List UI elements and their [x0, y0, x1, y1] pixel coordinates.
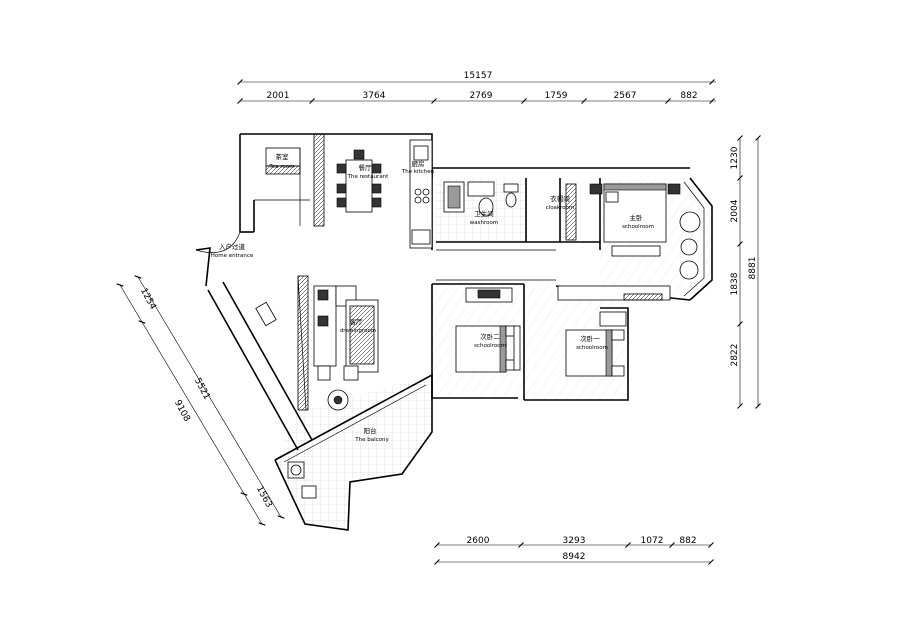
- left-total-dimension: 9108: [172, 399, 192, 424]
- balcony: 阳台 The balcony: [287, 426, 389, 499]
- left-dimension-segment: 5521: [192, 377, 212, 402]
- drawing-room: 客厅 drawingroom: [297, 275, 379, 411]
- top-dimension-segment: 2769: [470, 91, 493, 101]
- balcony-label-zh: 阳台: [364, 426, 377, 435]
- dimension-tick: [521, 98, 527, 104]
- dimension-tick: [138, 320, 146, 324]
- right-total-dimension: 8881: [748, 257, 758, 280]
- top-dimension-segment: 2567: [614, 91, 637, 101]
- bottom-dimension-chain: 2600 3293 1072 882 8942: [434, 536, 714, 565]
- dimension-tick: [708, 542, 714, 548]
- top-dimension-segment: 3764: [363, 91, 386, 101]
- drawing-room-label-en: drawingroom: [340, 328, 376, 334]
- drawing-room-label-zh: 客厅: [350, 317, 364, 326]
- dimension-tick: [755, 403, 761, 409]
- tea-room: 茶室 Tea room: [254, 133, 325, 227]
- balcony-label-en: The balcony: [354, 437, 389, 443]
- washroom-label-en: washroom: [470, 220, 498, 226]
- restaurant-label-en: The restaurant: [347, 174, 389, 180]
- dimension-tick: [237, 98, 243, 104]
- dimension-tick: [708, 559, 714, 565]
- dimension-tick: [518, 542, 524, 548]
- master-bedroom: 主卧 schoolroom: [589, 183, 701, 280]
- dimension-tick: [116, 283, 124, 287]
- top-dimension-segment: 1759: [545, 91, 568, 101]
- kitchen: 厨房 The kitchen: [401, 139, 435, 249]
- dimension-tick: [737, 135, 743, 141]
- top-dimension-segment: 2001: [267, 91, 290, 101]
- wardrobe: [557, 285, 671, 301]
- tea-room-label-en: Tea room: [268, 164, 294, 170]
- bottom-total-dimension: 8942: [563, 552, 586, 562]
- kitchen-label-en: The kitchen: [401, 169, 435, 175]
- washroom-label-zh: 卫生间: [474, 209, 494, 218]
- dimension-tick: [431, 98, 437, 104]
- bottom-dimension-segment: 3293: [563, 536, 586, 546]
- entrance-label-en: Home entrance: [211, 253, 254, 259]
- top-total-dimension: 15157: [464, 71, 493, 81]
- entrance: 入户过道 Home entrance: [211, 242, 277, 327]
- second-bedroom-a: 次卧二 schoolroom: [455, 287, 521, 373]
- bottom-dimension-segment: 1072: [641, 536, 664, 546]
- dimension-tick: [737, 241, 743, 247]
- dimension-tick: [277, 515, 285, 519]
- right-dimension-chain: 1230 2004 1838 2822 8881: [730, 135, 761, 409]
- washroom: 卫生间 washroom: [443, 181, 519, 226]
- top-dimension-chain: 15157 2001 3764 2769 1759 2567 882: [237, 71, 716, 104]
- second-bedroom-b: 次卧一 schoolroom: [565, 311, 627, 377]
- second-bedroom-b-label-en: schoolroom: [576, 345, 608, 351]
- bottom-dimension-segment: 2600: [467, 536, 490, 546]
- master-bedroom-label-en: schoolroom: [622, 224, 654, 230]
- dimension-tick: [240, 492, 248, 496]
- dimension-tick: [737, 321, 743, 327]
- dimension-tick: [434, 542, 440, 548]
- dining-area: 餐厅 The restaurant: [336, 149, 389, 213]
- dimension-tick: [755, 135, 761, 141]
- bottom-dimension-segment: 882: [679, 536, 696, 546]
- dimension-tick: [665, 98, 671, 104]
- second-bedroom-a-label-en: schoolroom: [474, 343, 506, 349]
- dimension-tick: [669, 542, 675, 548]
- dimension-tick: [709, 98, 715, 104]
- cloakroom: 衣帽间 cloakroom: [546, 183, 577, 241]
- right-dimension-segment: 1230: [730, 146, 740, 169]
- dimension-tick: [309, 98, 315, 104]
- dimension-tick: [434, 559, 440, 565]
- top-dimension-segment: 882: [680, 91, 697, 101]
- right-dimension-segment: 2004: [730, 199, 740, 222]
- dimension-tick: [737, 403, 743, 409]
- dimension-tick: [709, 79, 715, 85]
- right-dimension-segment: 1838: [730, 272, 740, 295]
- master-bedroom-label-zh: 主卧: [630, 213, 644, 222]
- dimension-tick: [625, 542, 631, 548]
- dimension-tick: [737, 175, 743, 181]
- restaurant-label-zh: 餐厅: [359, 163, 373, 172]
- kitchen-label-zh: 厨房: [412, 159, 425, 168]
- right-dimension-segment: 2822: [730, 344, 740, 367]
- dimension-tick: [581, 98, 587, 104]
- entrance-label-zh: 入户过道: [219, 242, 246, 251]
- dimension-tick: [237, 79, 243, 85]
- left-dimension-segment: 1254: [138, 287, 158, 312]
- dimension-tick: [134, 275, 142, 279]
- second-bedroom-b-label-zh: 次卧一: [580, 334, 600, 343]
- cloakroom-label-en: cloakroom: [546, 205, 575, 211]
- dimension-tick: [258, 522, 266, 526]
- second-bedroom-a-label-zh: 次卧二: [480, 332, 500, 341]
- tea-room-label-zh: 茶室: [276, 152, 290, 161]
- left-dimension-segment: 1563: [254, 485, 274, 510]
- cloakroom-label-zh: 衣帽间: [550, 194, 570, 203]
